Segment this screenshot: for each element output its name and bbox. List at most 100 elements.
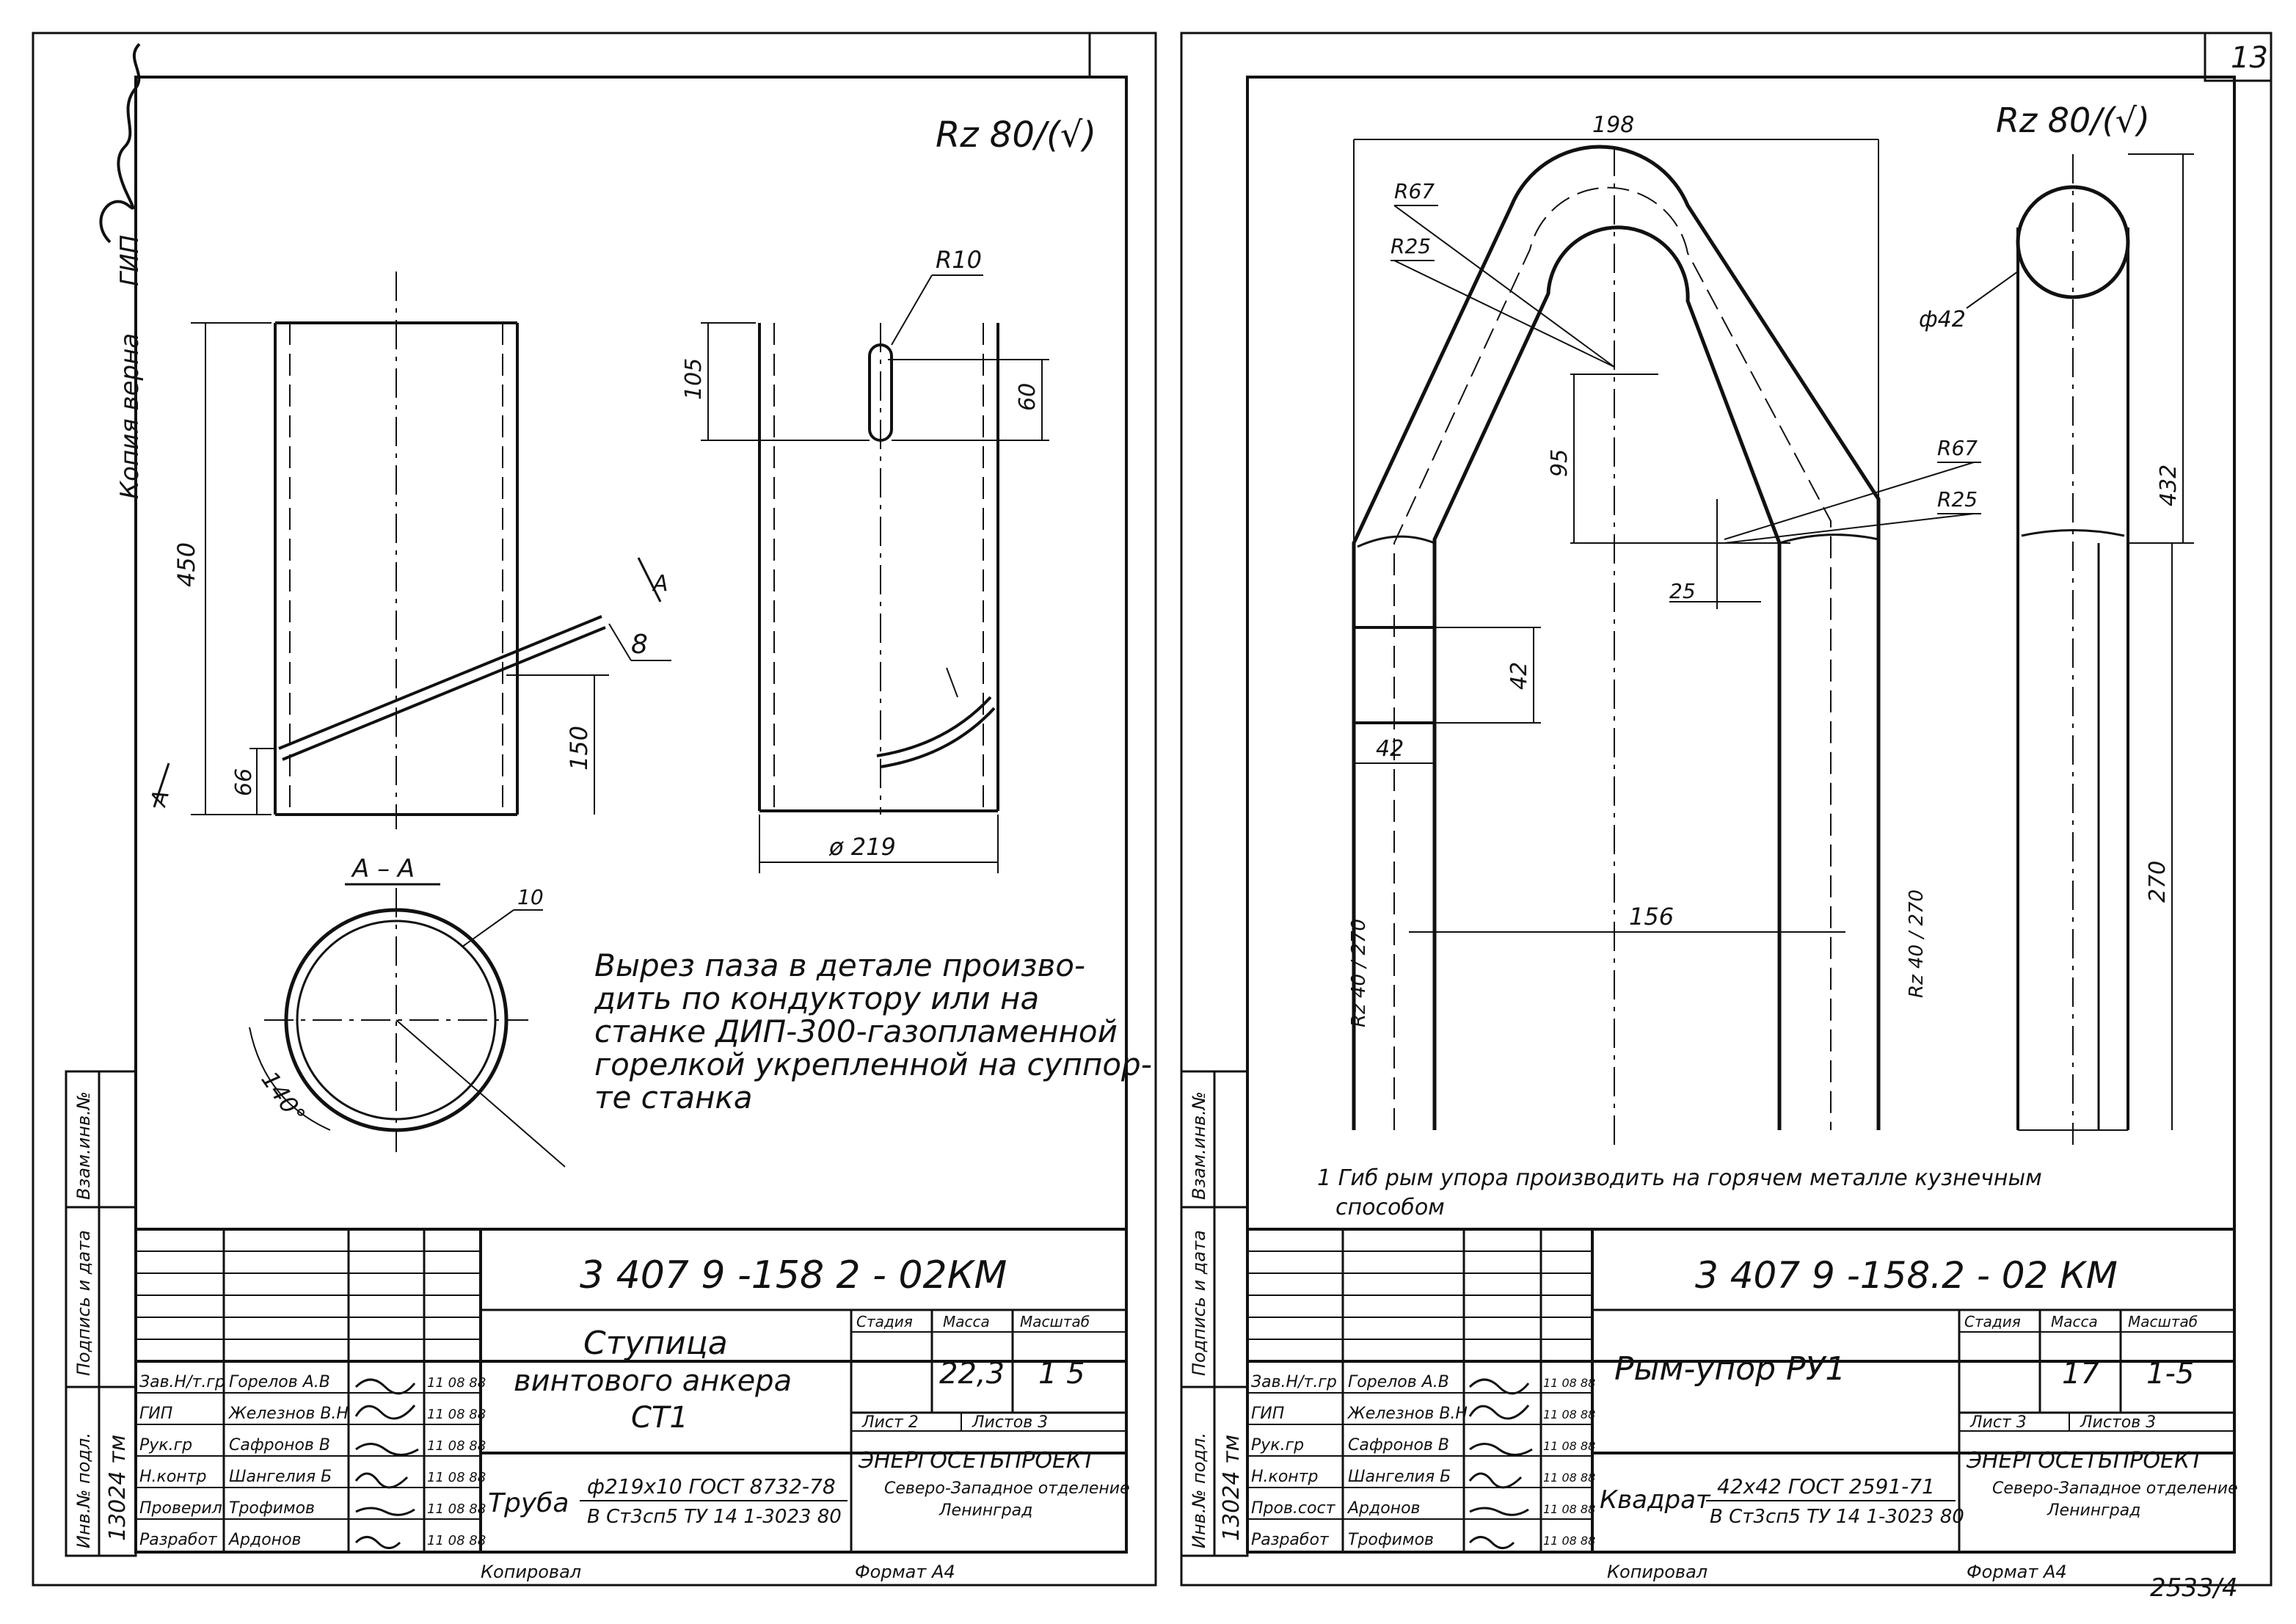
right-org-sub2: Ленинград xyxy=(2047,1501,2140,1520)
dim-25: 25 xyxy=(1669,579,1696,603)
right-staff-rows: Зав.Н/т.гр Горелов А.В 11 08 88 ГИП Желе… xyxy=(1251,1373,1595,1549)
dim-r67b: R67 xyxy=(1937,436,1978,460)
right-staff-name: Горелов А.В xyxy=(1348,1373,1449,1391)
gip-label: ГИП xyxy=(115,235,145,286)
right-doc-code: 3 407 9 -158.2 - 02 КМ xyxy=(1695,1254,2118,1297)
dim-95: 95 xyxy=(1547,449,1572,477)
margin-signature xyxy=(99,43,141,244)
right-staff-name: Сафронов В xyxy=(1348,1436,1449,1454)
right-material-label: Квадрат xyxy=(1600,1485,1711,1515)
left-signatures xyxy=(354,1378,419,1549)
dim-270: 270 xyxy=(2145,861,2171,903)
right-staff-role: Рук.гр xyxy=(1251,1436,1304,1454)
wall-thickness: 10 xyxy=(517,885,544,909)
dim-105: 105 xyxy=(681,358,707,400)
left-front-view: 450 66 150 8 A A xyxy=(145,272,671,829)
left-material-bottom: В Ст3сп5 ТУ 14 1-3023 80 xyxy=(587,1506,842,1528)
dim-60: 60 xyxy=(1015,383,1041,411)
side-inv-value: 13024 тм xyxy=(105,1435,131,1541)
left-staff-date: 11 08 88 xyxy=(427,1407,486,1422)
left-side-strip: Инв.№ подл. Подпись и дата Взам.инв.№ 13… xyxy=(65,1070,137,1557)
right-staff-date: 11 08 88 xyxy=(1543,1502,1595,1516)
left-scale: 1 5 xyxy=(1038,1357,1085,1391)
copy-note: Копия верна xyxy=(115,333,145,499)
right-sheet-no: Лист 3 xyxy=(1969,1413,2027,1432)
side-sign-label-r: Подпись и дата xyxy=(1189,1230,1209,1376)
dim-450: 450 xyxy=(172,542,200,587)
right-staff-role: Зав.Н/т.гр xyxy=(1251,1373,1337,1391)
left-material-label: Труба xyxy=(488,1488,569,1518)
page-number: 13 xyxy=(2231,41,2268,75)
left-stage-label: Стадия xyxy=(856,1313,913,1330)
left-staff-date: 11 08 88 xyxy=(427,1470,486,1485)
right-staff-role: Разработ xyxy=(1251,1531,1330,1549)
bottom-number: 2533/4 xyxy=(2150,1573,2238,1603)
dim-198: 198 xyxy=(1592,112,1634,138)
left-side-view: 105 60 R10 ø 219 xyxy=(681,246,1049,873)
right-staff-date: 11 08 88 xyxy=(1543,1471,1595,1485)
left-staff-name: Ардонов xyxy=(227,1531,302,1549)
left-staff-date: 11 08 88 xyxy=(427,1375,486,1391)
left-staff-date: 11 08 88 xyxy=(427,1533,486,1548)
dim-432: 432 xyxy=(2156,465,2182,506)
left-sheets-total: Листов 3 xyxy=(972,1413,1048,1432)
left-staff-date: 11 08 88 xyxy=(427,1438,486,1454)
left-staff-role: Рук.гр xyxy=(139,1436,192,1454)
right-material-top: 42х42 ГОСТ 2591-71 xyxy=(1717,1474,1935,1499)
left-org-sub2: Ленинград xyxy=(939,1501,1032,1520)
side-replace-label: Взам.инв.№ xyxy=(73,1091,94,1200)
left-outer-frame xyxy=(32,32,1157,1587)
side-replace-label-r: Взам.инв.№ xyxy=(1189,1091,1209,1200)
left-note-line-4: горелкой укрепленной на суппор- xyxy=(594,1046,1152,1082)
left-scale-label: Масштаб xyxy=(1020,1313,1090,1330)
side-inv-label: Инв.№ подл. xyxy=(73,1432,94,1548)
left-note: Вырез паза в детале произво- дить по кон… xyxy=(594,947,1152,1115)
right-name: Рым-упор РУ1 xyxy=(1614,1350,1845,1388)
left-note-line-1: Вырез паза в детале произво- xyxy=(594,947,1085,983)
right-inner-frame xyxy=(1246,76,2236,1554)
left-note-line-2: дить по кондуктору или на xyxy=(594,980,1039,1016)
dim-156: 156 xyxy=(1629,903,1674,931)
right-mass-label: Масса xyxy=(2051,1313,2098,1330)
left-doc-code: 3 407 9 -158 2 - 02КМ xyxy=(580,1253,1007,1297)
right-staff-date: 11 08 88 xyxy=(1543,1534,1595,1548)
dim-rz-mid: Rz 40 / 270 xyxy=(1906,889,1928,998)
left-staff-name: Трофимов xyxy=(229,1499,315,1518)
left-note-line-3: станке ДИП-300-газопламенной xyxy=(594,1013,1118,1049)
right-roughness: Rz 80/(√) xyxy=(1996,101,2150,140)
left-staff-name: Сафронов В xyxy=(229,1436,330,1454)
right-stage-label: Стадия xyxy=(1964,1313,2021,1330)
right-org-sub1: Северо-Западное отделение xyxy=(1992,1479,2238,1498)
left-mass: 22,3 xyxy=(939,1357,1005,1391)
left-staff-role: Разработ xyxy=(139,1531,218,1549)
right-copied: Копировал xyxy=(1607,1562,1708,1582)
right-note-line-1: 1 Гиб рым упора производить на горячем м… xyxy=(1317,1165,2042,1191)
left-mass-label: Масса xyxy=(943,1313,990,1330)
right-signatures xyxy=(1468,1378,1533,1549)
right-outer-frame xyxy=(1180,32,2273,1587)
left-sheet-no: Лист 2 xyxy=(861,1413,919,1432)
margin-notes: Копия верна ГИП xyxy=(99,43,145,499)
right-side-view: ф42 432 270 xyxy=(1919,153,2194,1145)
dim-sq42-h: 42 xyxy=(1506,662,1532,690)
weld-size: 8 xyxy=(631,630,648,660)
right-scale: 1-5 xyxy=(2146,1357,2194,1391)
right-material-bottom: В Ст3сп5 ТУ 14 1-3023 80 xyxy=(1710,1506,1964,1528)
right-side-strip: Инв.№ подл. Подпись и дата Взам.инв.№ 13… xyxy=(1180,1070,1249,1557)
right-org: ЭНЕРГОСЕТЬПРОЕКТ xyxy=(1966,1448,2205,1474)
dim-150: 150 xyxy=(565,726,593,771)
left-note-line-5: те станка xyxy=(594,1079,753,1115)
section-mark-top: A xyxy=(652,571,668,597)
left-staff-rows: Зав.Н/т.гр Горелов А.В 11 08 88 ГИП Желе… xyxy=(139,1373,486,1549)
right-staff-name: Шангелия Б xyxy=(1348,1468,1451,1486)
left-material-top: ф219х10 ГОСТ 8732-78 xyxy=(587,1474,836,1499)
dim-66: 66 xyxy=(231,768,257,796)
left-staff-role: Н.контр xyxy=(139,1468,206,1486)
right-staff-role: Н.контр xyxy=(1251,1468,1318,1486)
dim-rz-left: Rz 40 / 270 xyxy=(1348,919,1370,1027)
left-staff-role: ГИП xyxy=(139,1405,172,1423)
right-sheets-total: Листов 3 xyxy=(2080,1413,2156,1432)
right-mass: 17 xyxy=(2062,1357,2099,1391)
left-name-2: винтового анкера xyxy=(514,1364,792,1398)
